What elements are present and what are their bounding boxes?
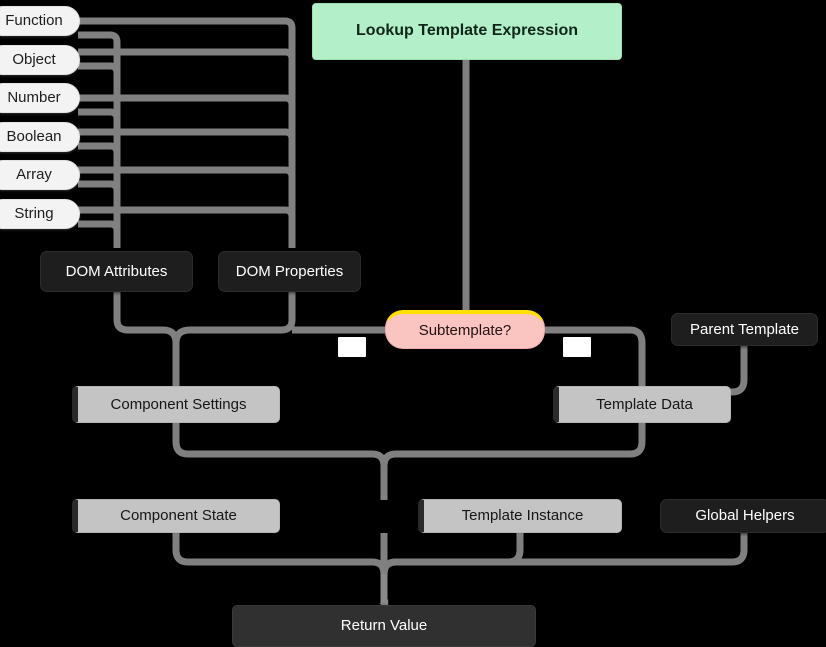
node-dom-properties[interactable]: DOM Properties xyxy=(218,251,361,292)
edge-settings-merge xyxy=(172,423,388,500)
edge-domattrs-settings xyxy=(113,292,180,386)
edge-subtemplate-templatedata xyxy=(545,326,646,386)
node-template-instance[interactable]: Template Instance xyxy=(418,499,622,533)
node-type-boolean[interactable]: Boolean xyxy=(0,122,80,152)
node-component-settings[interactable]: Component Settings xyxy=(72,386,280,423)
node-lookup-template-expression[interactable]: Lookup Template Expression xyxy=(312,3,622,60)
edge-templateinstance-return xyxy=(380,533,524,600)
node-type-string[interactable]: String xyxy=(0,199,80,229)
node-return-value[interactable]: Return Value xyxy=(232,605,536,647)
node-component-state[interactable]: Component State xyxy=(72,499,280,533)
node-type-function[interactable]: Function xyxy=(0,6,80,36)
edge-componentstate-return xyxy=(172,533,388,600)
edge-domprops-settings xyxy=(172,292,296,386)
node-global-helpers[interactable]: Global Helpers xyxy=(660,499,826,533)
node-type-number[interactable]: Number xyxy=(0,83,80,113)
node-type-array[interactable]: Array xyxy=(0,160,80,190)
edge-globalhelpers-return xyxy=(380,533,748,600)
node-dom-attributes[interactable]: DOM Attributes xyxy=(40,251,193,292)
edge-label-subtemplate-right xyxy=(563,337,591,357)
edge-label-subtemplate-left xyxy=(338,337,366,357)
edge-templatedata-merge xyxy=(380,423,646,500)
node-parent-template[interactable]: Parent Template xyxy=(671,313,818,346)
node-type-object[interactable]: Object xyxy=(0,45,80,75)
node-template-data[interactable]: Template Data xyxy=(553,386,731,423)
node-subtemplate-decision[interactable]: Subtemplate? xyxy=(385,310,545,349)
